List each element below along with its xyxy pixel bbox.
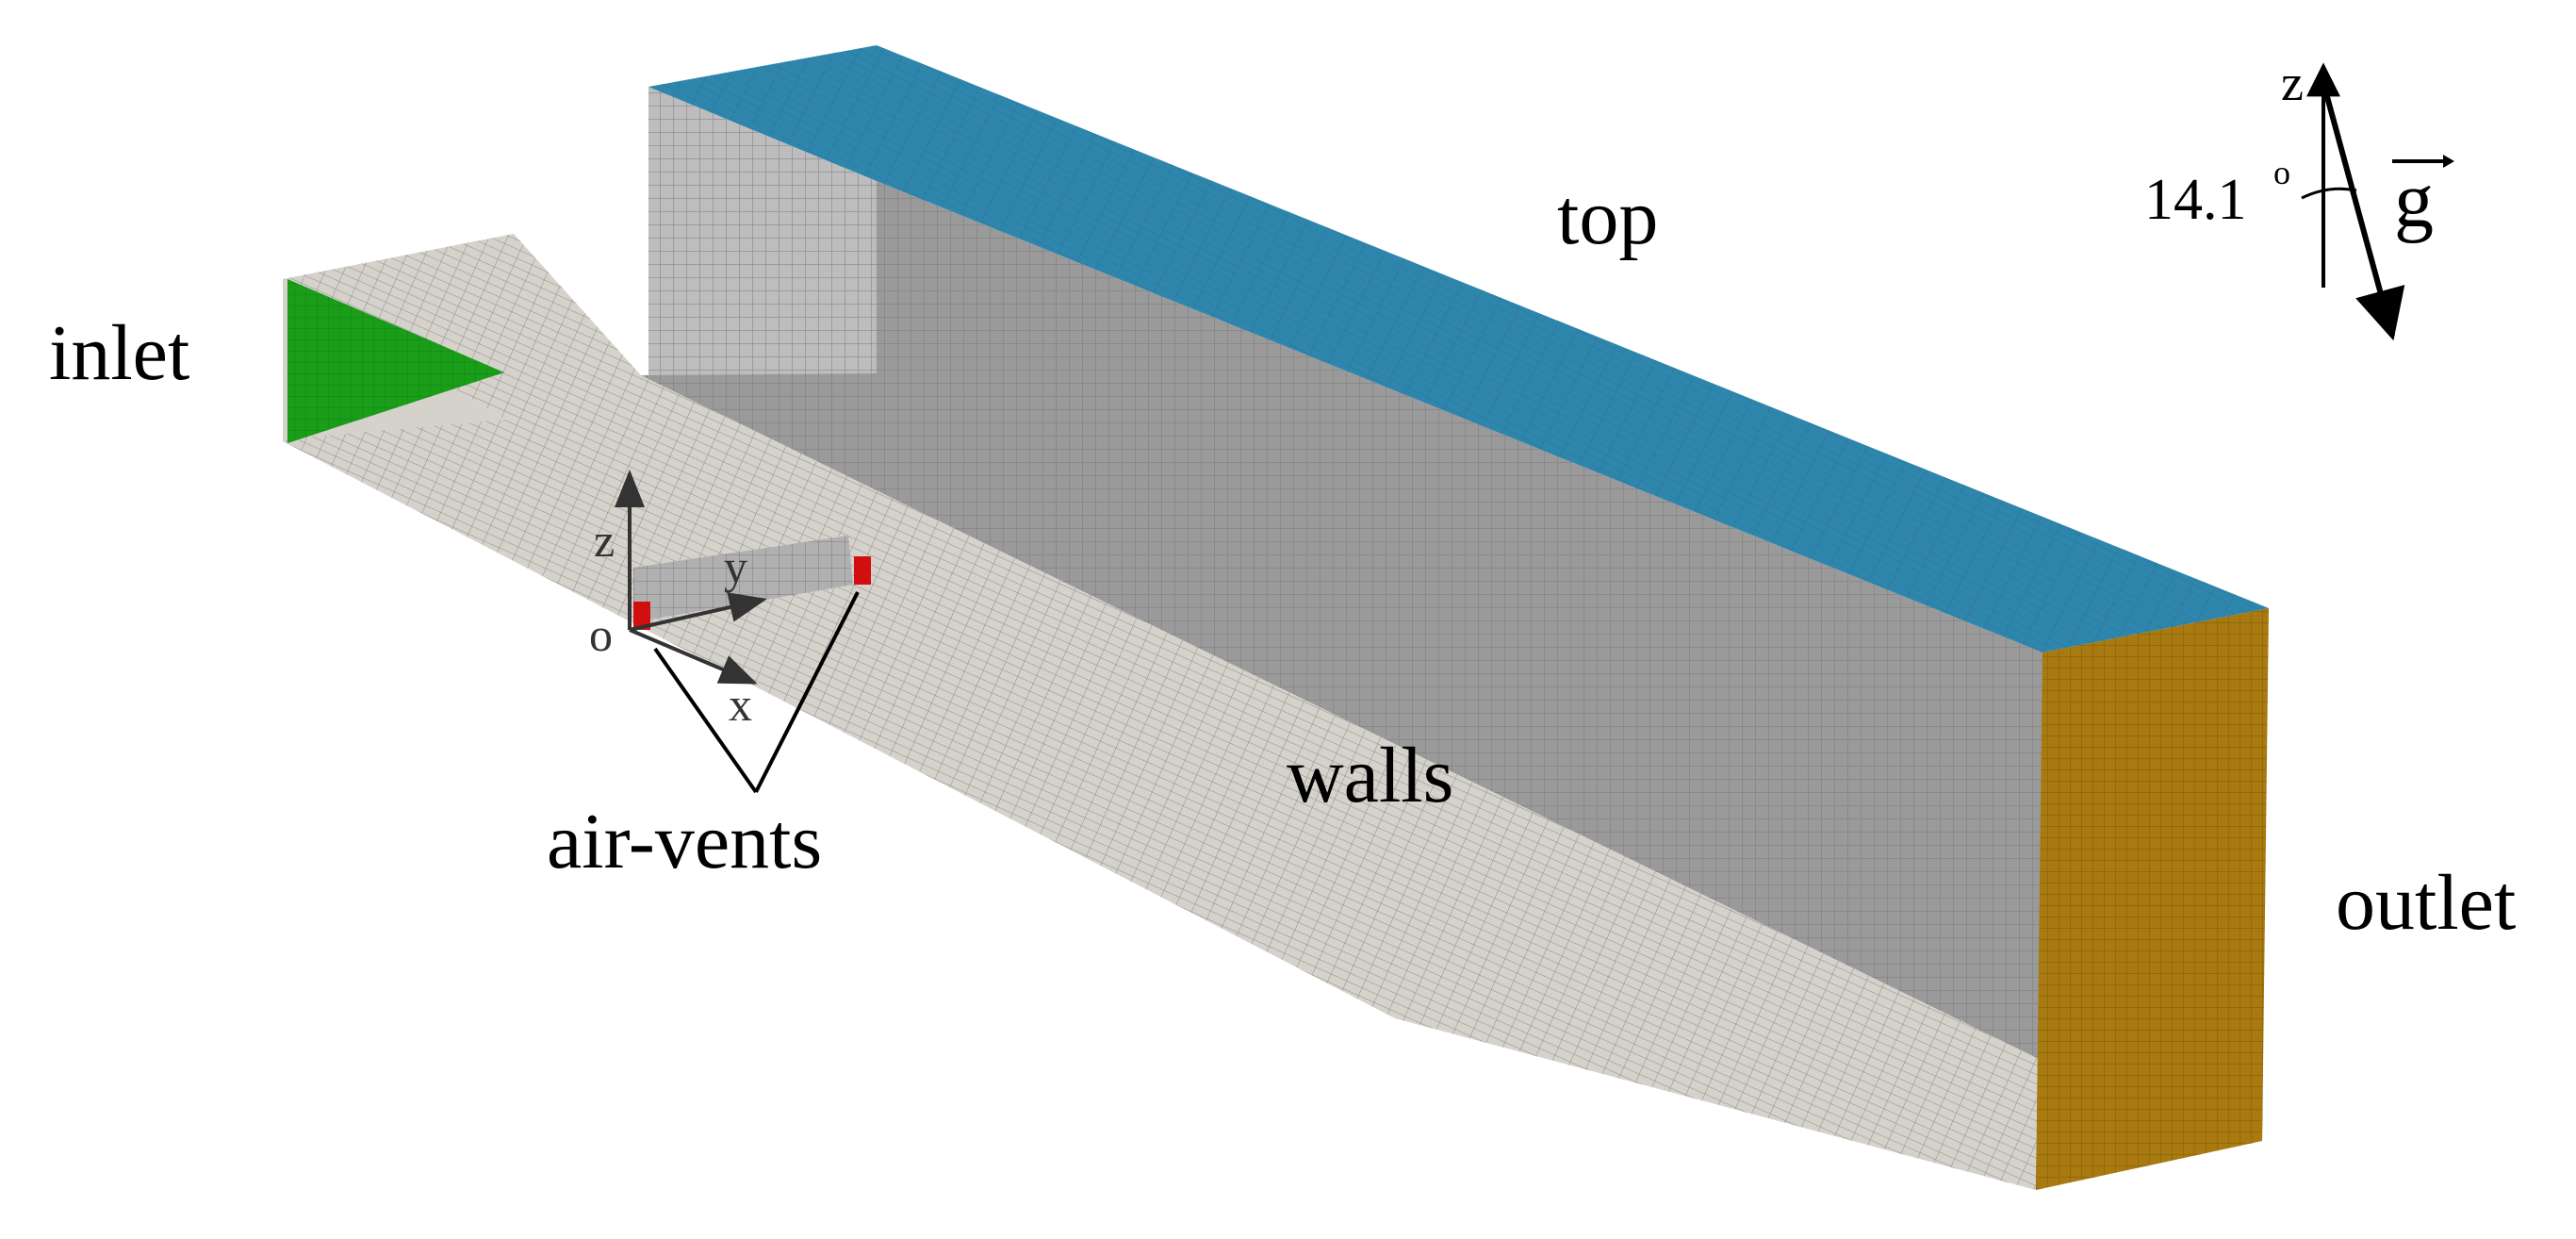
z-axis-label: z <box>594 514 615 567</box>
outlet-label: outlet <box>2336 859 2516 947</box>
gravity-degree-symbol: o <box>2273 154 2290 191</box>
inlet-face <box>287 279 504 443</box>
gravity-z-label: z <box>2281 55 2304 111</box>
gravity-indicator: z 14.1 o g <box>2144 55 2454 341</box>
outlet-face <box>2036 608 2269 1190</box>
walls <box>504 181 2043 1190</box>
air-vent-2 <box>854 556 871 585</box>
back-block <box>648 87 877 419</box>
air-vent-1 <box>633 602 650 630</box>
air-vents-leaders <box>653 591 860 794</box>
coordinate-axes: z y x o <box>589 470 767 731</box>
top-face <box>648 45 2269 653</box>
y-axis-label: y <box>724 540 747 593</box>
air-vents-label: air-vents <box>547 798 822 885</box>
origin-label: o <box>589 608 613 661</box>
vent-step <box>633 536 853 622</box>
gravity-vector-arrow <box>2321 82 2405 341</box>
x-axis-arrow <box>629 628 758 685</box>
gravity-vector-label: g <box>2394 157 2434 244</box>
gravity-angle-arc <box>2301 187 2357 200</box>
gravity-angle-value: 14.1 <box>2144 168 2247 232</box>
y-axis-arrow <box>629 592 767 632</box>
x-axis-label: x <box>729 678 752 731</box>
walls-label: walls <box>1287 732 1453 819</box>
top-label: top <box>1557 173 1658 261</box>
inlet-label: inlet <box>49 309 189 397</box>
